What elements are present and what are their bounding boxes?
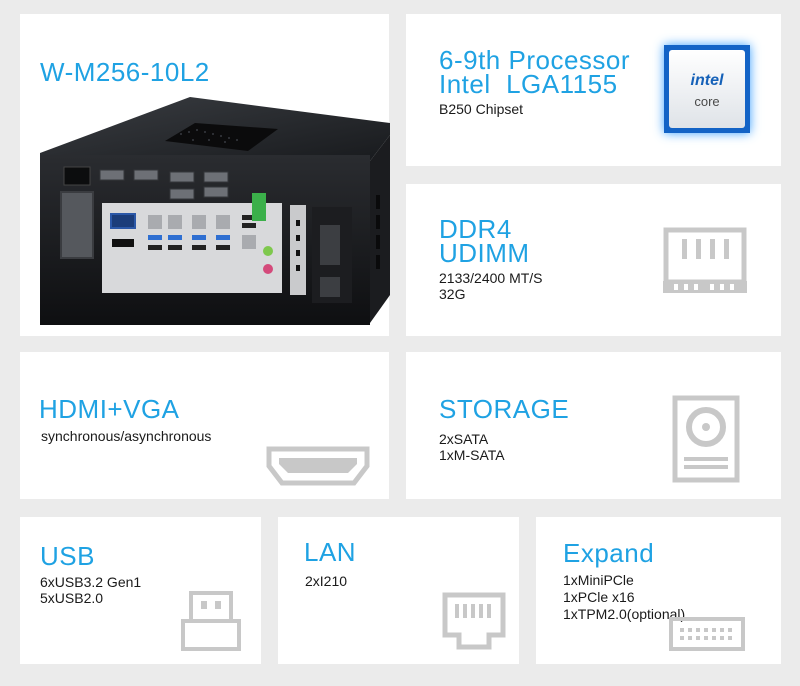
hdmi-port-icon	[266, 446, 370, 486]
usb-port-icon	[181, 591, 241, 651]
processor-chipset: B250 Chipset	[439, 101, 524, 117]
memory-title-line2: UDIMM	[439, 238, 530, 268]
processor-title-line2: Intel LGA1155	[439, 69, 618, 99]
product-model: W-M256-10L2	[40, 57, 210, 87]
memory-speed: 2133/2400 MT/S	[439, 270, 543, 286]
expansion-slot-icon	[669, 617, 745, 651]
lan-controller: 2xI210	[305, 573, 348, 589]
storage-title: STORAGE	[439, 394, 570, 424]
expand-minipcie: 1xMiniPCle	[563, 572, 634, 588]
expand-tpm: 1xTPM2.0(optional)	[563, 606, 686, 622]
ethernet-port-icon	[442, 592, 506, 650]
lan-card: LAN 2xI210	[278, 517, 519, 664]
expand-pcie: 1xPCle x16	[563, 589, 635, 605]
display-title: HDMI+VGA	[39, 394, 180, 424]
processor-title-line1: 6-9th Processor	[439, 45, 631, 75]
display-card: HDMI+VGA synchronous/asynchronous	[20, 352, 389, 499]
memory-capacity: 32G	[439, 286, 466, 302]
memory-card: DDR4 UDIMM 2133/2400 MT/S 32G	[406, 184, 781, 336]
usb3-count: 6xUSB3.2 Gen1	[40, 574, 142, 590]
usb-title: USB	[40, 541, 95, 571]
expand-title: Expand	[563, 538, 655, 568]
processor-card: 6-9th Processor Intel LGA1155 B250 Chips…	[406, 14, 781, 166]
usb2-count: 5xUSB2.0	[40, 590, 104, 606]
expand-card: Expand 1xMiniPCle 1xPCle x16 1xTPM2.0(op…	[536, 517, 781, 664]
usb-card: USB 6xUSB3.2 Gen1 5xUSB2.0	[20, 517, 261, 664]
intel-core-logo: intel core	[664, 45, 750, 133]
storage-msata: 1xM-SATA	[439, 447, 505, 463]
storage-card: STORAGE 2xSATA 1xM-SATA	[406, 352, 781, 499]
intel-logo-text: intel	[690, 72, 724, 89]
core-logo-text: core	[694, 94, 720, 109]
lan-title: LAN	[304, 537, 357, 567]
hard-drive-icon	[672, 395, 740, 483]
product-photo	[40, 97, 390, 325]
display-mode: synchronous/asynchronous	[41, 428, 212, 444]
memory-title-line1: DDR4	[439, 214, 512, 244]
ram-module-icon	[663, 227, 747, 293]
storage-sata: 2xSATA	[439, 431, 489, 447]
